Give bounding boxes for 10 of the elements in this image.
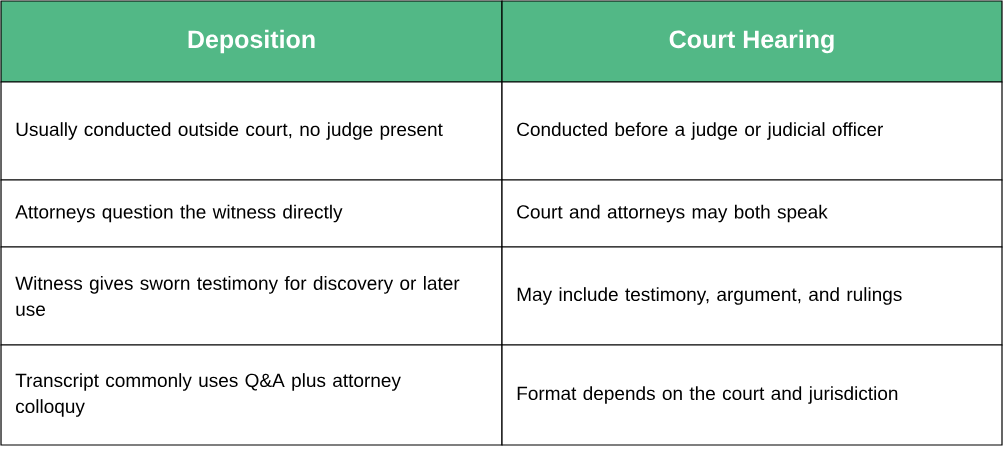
- table-cell: Format depends on the court and jurisdiction: [501, 344, 1003, 446]
- header-cell: Deposition: [0, 0, 503, 83]
- table-cell: Usually conducted outside court, no judge present: [0, 81, 503, 181]
- table-cell: Court and attorneys may both speak: [501, 179, 1003, 248]
- table-cell: Witness gives sworn testimony for discovery or later use: [0, 246, 503, 346]
- header-cell: Court Hearing: [501, 0, 1003, 83]
- table-cell: Transcript commonly uses Q&A plus attorney colloquy: [0, 344, 503, 446]
- table-cell: Conducted before a judge or judicial officer: [501, 81, 1003, 181]
- table-cell: May include testimony, argument, and rulings: [501, 246, 1003, 346]
- table-cell: Attorneys question the witness directly: [0, 179, 503, 248]
